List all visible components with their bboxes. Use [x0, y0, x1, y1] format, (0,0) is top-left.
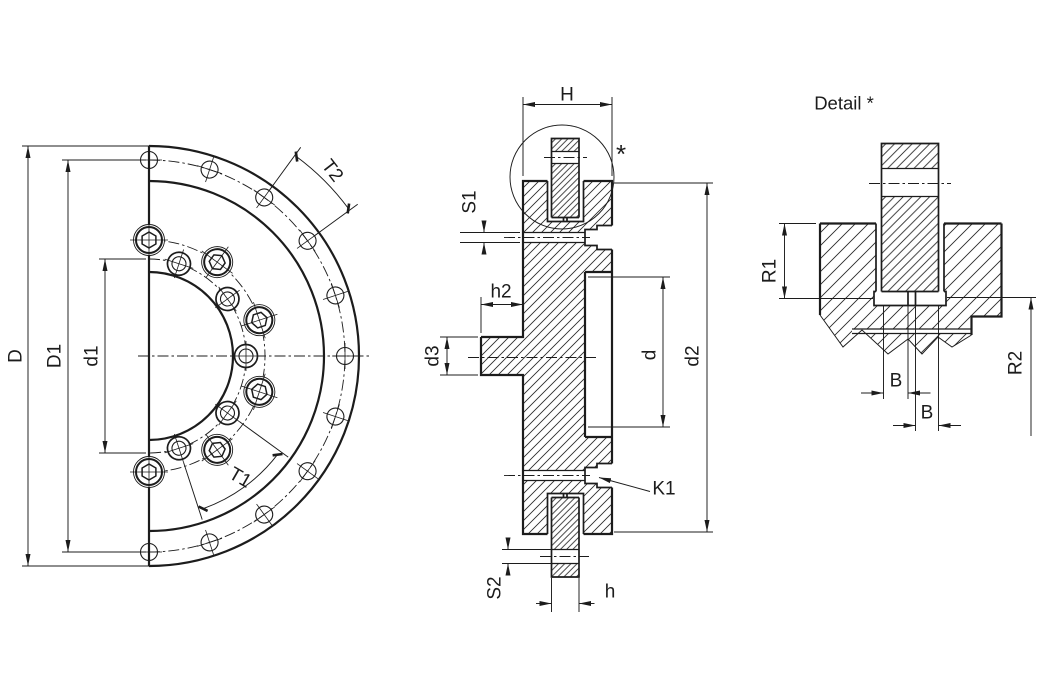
dimension-d2: d2: [614, 182, 713, 533]
top-slot: [546, 181, 585, 223]
label-K1: K1: [652, 479, 675, 500]
flange-inner-ring: [148, 179, 326, 533]
dimension-d: d: [588, 276, 670, 428]
detail-marker: *: [616, 139, 626, 169]
label-S1: S1: [460, 190, 481, 213]
label-B-left: B: [890, 371, 903, 392]
bottom-channel: [523, 469, 585, 482]
detail-slot: [873, 223, 947, 307]
bore-land-edges: [583, 270, 612, 439]
section-view: * H S1 h2 d3 d: [423, 85, 713, 612]
dimension-h2: h2: [480, 282, 523, 333]
dimension-B-left: B: [861, 306, 931, 399]
section-outline: [479, 179, 614, 536]
detail-balloon-circle: [509, 124, 615, 230]
dimension-B-right: B: [893, 306, 961, 431]
label-S2: S2: [485, 576, 506, 599]
outer-diameter-D: [148, 144, 361, 568]
label-D: D: [6, 349, 27, 363]
dimension-H: H: [522, 85, 613, 176]
label-h2: h2: [490, 282, 511, 303]
detail-view: Detail * R1 R2: [760, 93, 1036, 436]
label-d2: d2: [683, 345, 704, 366]
dimension-T1: T1: [183, 421, 289, 520]
label-R1: R1: [760, 259, 781, 283]
dimension-d3: d3: [423, 336, 478, 376]
label-d: d: [640, 350, 661, 361]
dimension-R1: R1: [760, 223, 873, 299]
dimension-D1: D1: [45, 159, 146, 553]
label-T2: T2: [317, 156, 347, 186]
dimension-R2: R2: [947, 297, 1036, 436]
front-half-view: D D1 d1 T2 T1: [6, 144, 372, 568]
bore-land-d: [585, 272, 612, 437]
dimension-S1: S1: [460, 190, 520, 255]
label-T1: T1: [225, 463, 255, 492]
dimension-h: h: [536, 578, 615, 612]
bottom-stud: [540, 496, 589, 578]
dimension-S2: S2: [485, 537, 552, 600]
top-stud: [544, 137, 587, 219]
label-B-right: B: [921, 403, 934, 424]
bottom-slot: [546, 492, 585, 534]
detail-title: Detail *: [814, 93, 874, 114]
dimension-d1: d1: [82, 258, 146, 454]
label-d3: d3: [423, 345, 444, 366]
detail-block-hatch: [820, 223, 1002, 354]
screw-circle-outer: [148, 239, 266, 473]
label-d1: d1: [82, 345, 103, 366]
detail-block-outline: [818, 222, 1003, 335]
detail-stud: [869, 142, 951, 293]
label-R2: R2: [1006, 351, 1027, 375]
label-D1: D1: [45, 344, 66, 368]
label-h: h: [605, 582, 616, 603]
dimension-T2: T2: [269, 147, 358, 236]
K1-leader: K1: [598, 477, 676, 500]
dimension-D: D: [6, 145, 149, 567]
top-channel: [523, 231, 585, 244]
label-H: H: [560, 85, 574, 106]
